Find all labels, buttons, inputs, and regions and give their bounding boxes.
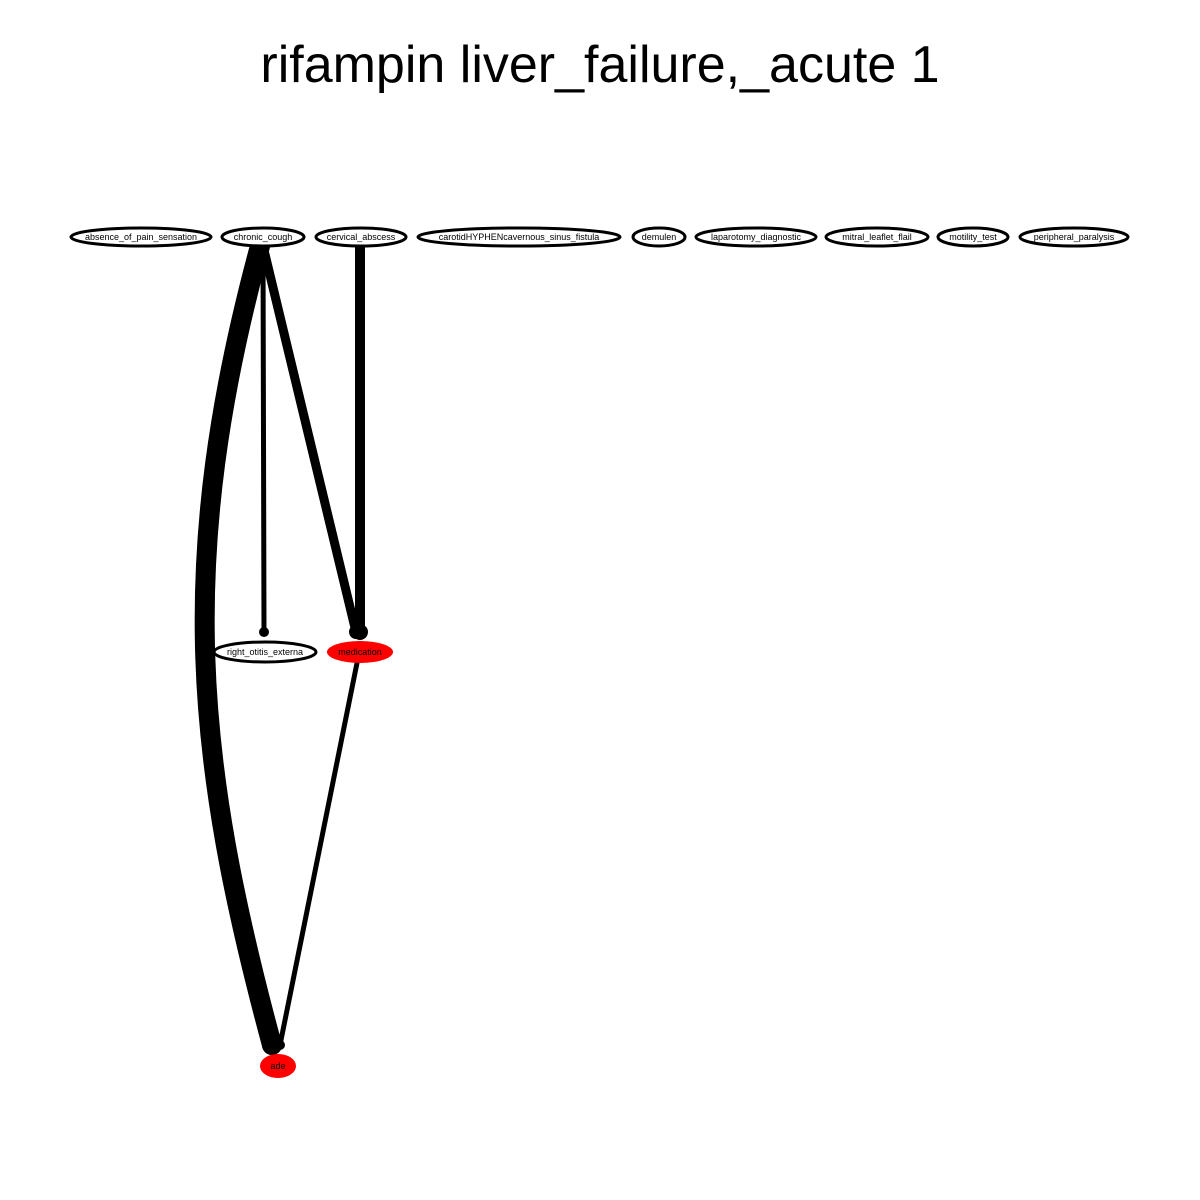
node-label: demulen xyxy=(642,232,677,242)
node-chronic_cough[interactable]: chronic_cough xyxy=(220,226,306,248)
node-absence_of_pain_sensation[interactable]: absence_of_pain_sensation xyxy=(69,226,213,248)
edge-arrowhead xyxy=(275,1040,285,1050)
edge-chronic_cough-to-ade xyxy=(194,236,282,1055)
node-shape xyxy=(694,226,818,248)
node-label: cervical_abscess xyxy=(327,232,396,242)
node-label: mitral_leaflet_flail xyxy=(842,232,912,242)
node-demulen[interactable]: demulen xyxy=(631,226,687,248)
nodes-layer: absence_of_pain_sensation chronic_cough ce… xyxy=(69,226,1130,1078)
node-shape xyxy=(220,226,306,248)
node-shape xyxy=(327,641,393,663)
node-label: right_otitis_externa xyxy=(227,647,303,657)
node-shape xyxy=(824,226,930,248)
node-laparotomy_diagnostic[interactable]: laparotomy_diagnostic xyxy=(694,226,818,248)
edge-arrowhead xyxy=(262,1035,282,1055)
edge-chronic_cough-to-medication xyxy=(258,241,361,637)
node-medication[interactable]: medication xyxy=(327,641,393,663)
node-peripheral_paralysis[interactable]: peripheral_paralysis xyxy=(1018,226,1130,248)
node-motility_test[interactable]: motility_test xyxy=(936,226,1010,248)
edge-arrowhead xyxy=(259,627,269,637)
node-label: carotidHYPHENcavernous_sinus_fistula xyxy=(439,232,600,242)
node-label: chronic_cough xyxy=(234,232,293,242)
node-cervical_abscess[interactable]: cervical_abscess xyxy=(314,226,408,248)
node-label: laparotomy_diagnostic xyxy=(711,232,802,242)
node-shape xyxy=(314,226,408,248)
chart-title: rifampin liver_failure,_acute 1 xyxy=(260,36,940,94)
edge-arrowhead xyxy=(352,624,368,640)
node-shape xyxy=(212,640,318,664)
node-shape xyxy=(936,226,1010,248)
node-label: medication xyxy=(338,647,382,657)
node-shape xyxy=(260,1054,296,1078)
node-carotid_fistula[interactable]: carotidHYPHENcavernous_sinus_fistula xyxy=(416,226,622,248)
node-shape xyxy=(1018,226,1130,248)
node-mitral_leaflet_flail[interactable]: mitral_leaflet_flail xyxy=(824,226,930,248)
node-right_otitis_externa[interactable]: right_otitis_externa xyxy=(212,640,318,664)
node-label: peripheral_paralysis xyxy=(1034,232,1115,242)
node-shape xyxy=(631,226,687,248)
node-label: motility_test xyxy=(949,232,997,242)
node-ade[interactable]: ade xyxy=(260,1054,296,1078)
node-shape xyxy=(416,226,622,248)
node-shape xyxy=(69,226,213,248)
node-label: absence_of_pain_sensation xyxy=(85,232,197,242)
edge-medication-to-ade xyxy=(277,660,360,1048)
node-label: ade xyxy=(270,1061,285,1071)
edges-layer xyxy=(194,236,368,1055)
edge-chronic_cough-to-right_otitis_externa xyxy=(260,243,267,635)
